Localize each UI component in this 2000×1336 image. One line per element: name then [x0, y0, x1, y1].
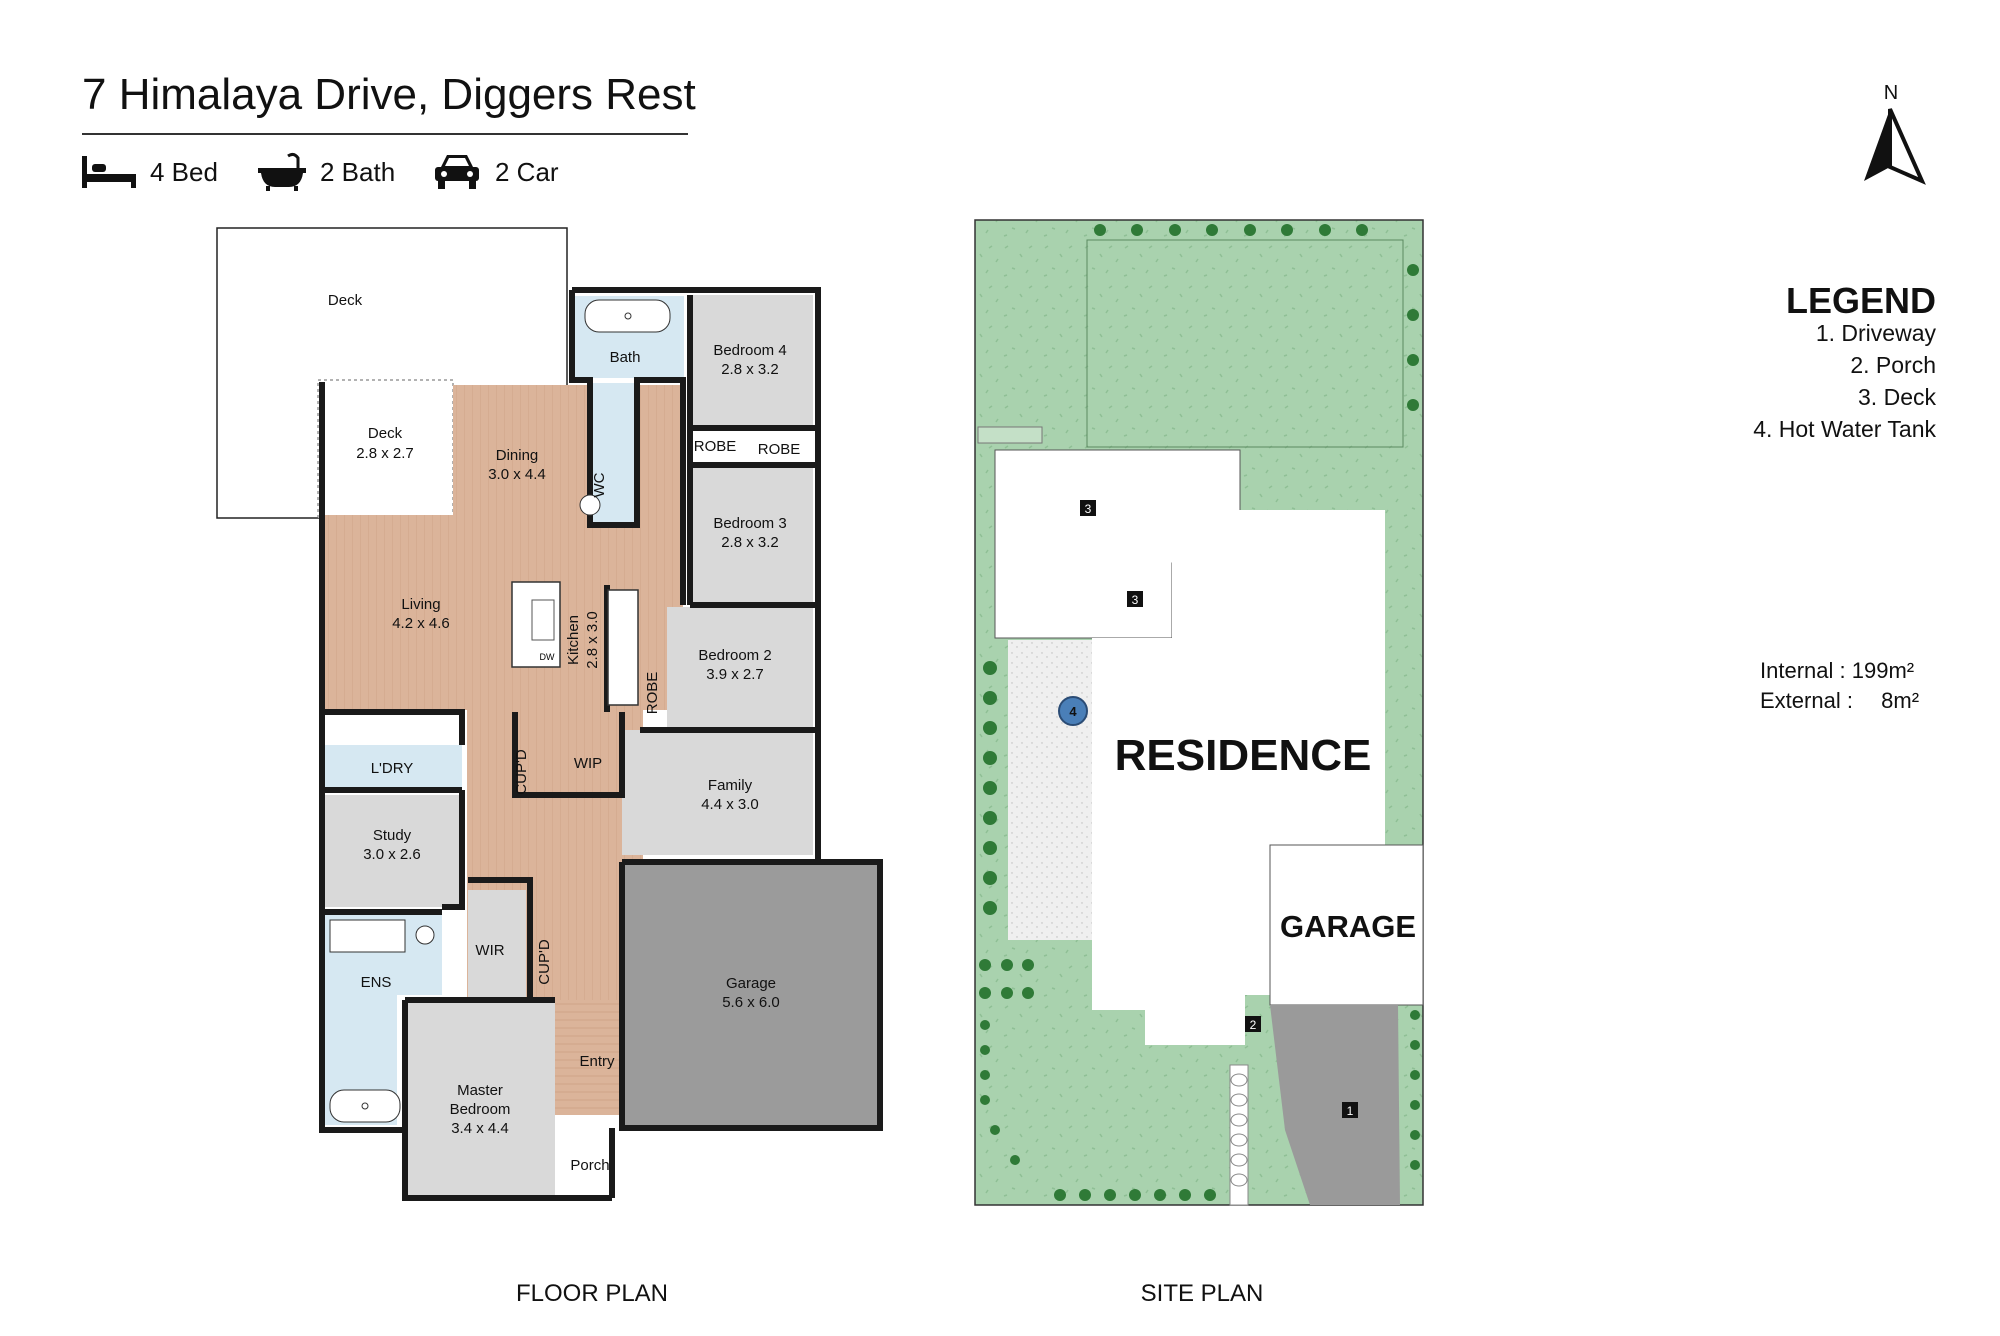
robe-c-label: ROBE — [644, 672, 661, 715]
stepping-stones — [1230, 1073, 1248, 1187]
master-dim: 3.4 x 4.4 — [451, 1120, 509, 1137]
garage-label: Garage — [726, 975, 776, 992]
robe-b-label: ROBE — [758, 441, 801, 458]
site-plan: 4 3 3 2 1 RESIDENCE GARAGE — [974, 219, 1424, 1206]
deck-large-label: Deck — [328, 292, 363, 309]
car-feature: 2 Car — [433, 152, 559, 192]
bed-icon — [82, 156, 136, 188]
site-garage-label: GARAGE — [1280, 909, 1416, 944]
bath-count: 2 Bath — [320, 156, 396, 187]
north-compass: N — [1860, 82, 1930, 185]
legend-item-driveway: 1. Driveway — [1815, 320, 1936, 346]
dining-dim: 3.0 x 4.4 — [488, 466, 546, 483]
cupd-b-label: CUP'D — [536, 939, 553, 985]
bedroom4-label: Bedroom 4 — [713, 342, 786, 359]
wip-label: WIP — [574, 755, 602, 772]
garage-dim: 5.6 x 6.0 — [722, 994, 780, 1011]
study-label: Study — [373, 827, 412, 844]
walls — [319, 287, 883, 1201]
kitchen-dim: 2.8 x 3.0 — [584, 611, 601, 669]
carpet-rooms — [322, 295, 880, 1195]
external-area-label: External : — [1760, 688, 1853, 713]
bedroom3-label: Bedroom 3 — [713, 515, 786, 532]
family-dim: 4.4 x 3.0 — [701, 796, 759, 813]
wir-label: WIR — [475, 942, 504, 959]
title-underline — [82, 133, 688, 135]
legend-item-porch: 2. Porch — [1850, 352, 1936, 378]
site-marker-2: 2 — [1250, 1018, 1257, 1032]
porch-label: Porch — [570, 1157, 609, 1174]
bath-feature: 2 Bath — [258, 152, 395, 192]
fixtures — [329, 299, 671, 1123]
floor-plan-caption: FLOOR PLAN — [515, 1280, 669, 1307]
site-marker-3a: 3 — [1085, 502, 1092, 516]
external-area: External : 8m² — [1760, 688, 1919, 714]
robe-a-label: ROBE — [694, 438, 737, 455]
north-label: N — [1883, 82, 1899, 104]
hedge-dots — [979, 224, 1420, 1201]
bedroom3-dim: 2.8 x 3.2 — [721, 534, 779, 551]
living-label: Living — [401, 596, 440, 613]
external-area-value: 8m² — [1881, 688, 1920, 713]
site-plan-caption: SITE PLAN — [1140, 1280, 1264, 1307]
car-icon — [435, 155, 479, 189]
family-label: Family — [708, 777, 753, 794]
legend-item-deck: 3. Deck — [1858, 384, 1936, 410]
master-label: Master — [457, 1082, 503, 1099]
deck-small-dim: 2.8 x 2.7 — [356, 445, 414, 462]
kitchen-label: Kitchen — [565, 615, 582, 665]
site-marker-3b: 3 — [1132, 593, 1139, 607]
bedroom2-dim: 3.9 x 2.7 — [706, 666, 764, 683]
bedroom2-label: Bedroom 2 — [698, 647, 771, 664]
cupd-a-label: CUP'D — [513, 749, 530, 795]
ens-label: ENS — [361, 974, 392, 991]
deck-small: Deck 2.8 x 2.7 — [317, 379, 454, 519]
wc-label: WC — [591, 472, 608, 497]
bed-feature: 4 Bed — [82, 152, 218, 192]
dining-label: Dining — [496, 447, 539, 464]
bath-icon — [258, 152, 306, 191]
dishwasher-label: DW — [540, 652, 555, 662]
residence-label: RESIDENCE — [1115, 731, 1372, 780]
deck-small-label: Deck — [368, 425, 403, 442]
bedroom4-dim: 2.8 x 3.2 — [721, 361, 779, 378]
master-label-2: Bedroom — [450, 1101, 511, 1118]
living-dim: 4.2 x 4.6 — [392, 615, 450, 632]
study-dim: 3.0 x 2.6 — [363, 846, 421, 863]
site-marker-4: 4 — [1069, 704, 1077, 719]
kitchen-island: DW — [511, 581, 639, 706]
property-address: 7 Himalaya Drive, Diggers Rest — [82, 70, 696, 119]
floor-plan-labels: Dining 3.0 x 4.4 Bath WC Bedroom 4 2.8 x… — [361, 342, 801, 1174]
north-arrow-icon — [1864, 108, 1926, 185]
internal-area-label: Internal — [1760, 658, 1834, 683]
legend-item-hot-water-tank: 4. Hot Water Tank — [1753, 416, 1936, 442]
site-marker-1: 1 — [1347, 1104, 1354, 1118]
car-count: 2 Car — [495, 156, 559, 187]
bath-label: Bath — [610, 349, 641, 366]
bed-count: 4 Bed — [150, 156, 218, 187]
laundry-label: L'DRY — [371, 760, 414, 777]
legend-title: LEGEND — [1785, 280, 1936, 321]
entry-label: Entry — [579, 1053, 615, 1070]
